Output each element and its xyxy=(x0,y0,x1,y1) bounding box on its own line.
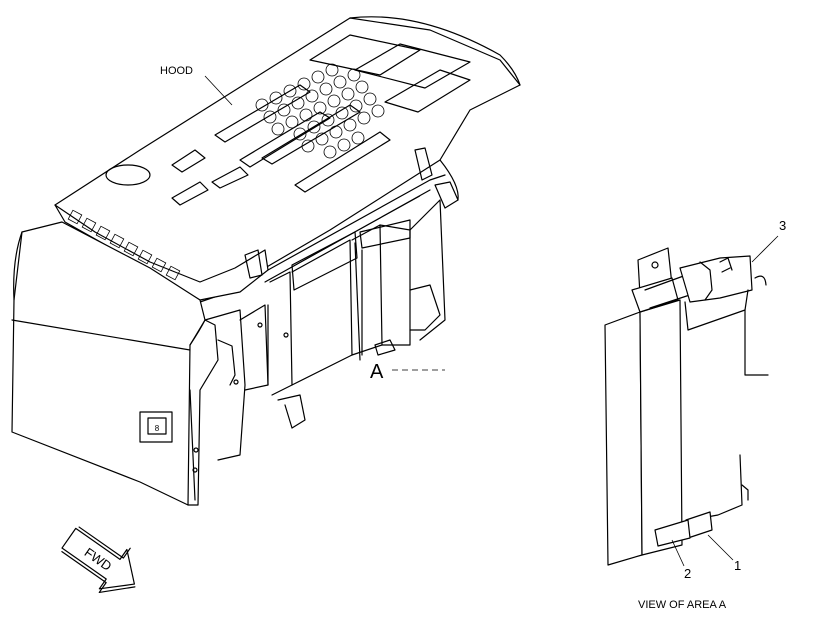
view-caption: VIEW OF AREA A xyxy=(638,599,727,611)
fwd-arrow-icon: FWD xyxy=(61,526,136,594)
callout-2: 2 xyxy=(684,566,691,581)
cover-strip xyxy=(639,299,683,556)
hood-leader-line xyxy=(204,75,233,106)
door-latch: 8 xyxy=(139,411,173,443)
bracket-part-3 xyxy=(679,255,753,303)
clamp xyxy=(631,277,679,313)
view-marker-a: A xyxy=(370,361,384,383)
callout-3: 3 xyxy=(779,218,786,233)
hood-hinges xyxy=(189,147,459,501)
side-frame xyxy=(192,199,446,473)
hood-label: HOOD xyxy=(160,65,193,77)
callout-3-leader xyxy=(751,235,779,263)
callout-2-leader xyxy=(671,539,685,567)
machine-assembly-view: 8 xyxy=(11,16,521,506)
hanger-hole xyxy=(651,261,659,269)
front-grille xyxy=(67,209,181,281)
seal-strip xyxy=(604,311,643,566)
svg-text:8: 8 xyxy=(155,424,160,433)
callout-1-leader xyxy=(707,534,734,561)
callout-1: 1 xyxy=(734,558,741,573)
detail-view-area-a xyxy=(604,247,769,566)
hood-mesh-grille xyxy=(255,63,385,159)
bracket-part-2 xyxy=(654,519,691,547)
